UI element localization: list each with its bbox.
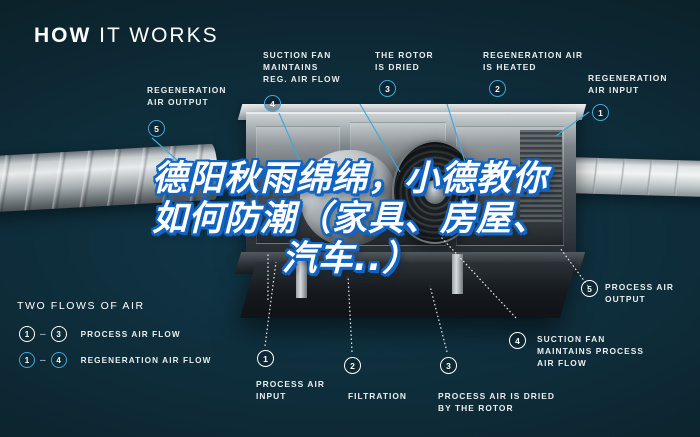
marker-2-regeneration-air-heated[interactable]: 2 [489, 80, 506, 97]
marker-1-regeneration-air-input[interactable]: 1 [592, 104, 609, 121]
legend-marker-3-process: 3 [50, 326, 67, 342]
callout-regeneration-air-input: REGENERATION AIR INPUT [588, 73, 668, 96]
marker-2-filtration[interactable]: 2 [344, 357, 361, 374]
support-leg-right [452, 254, 463, 294]
legend-marker-1-process: 1 [19, 326, 35, 342]
legend-row-regeneration-air-flow: 1 – 4 REGENERATION AIR FLOW [19, 352, 211, 368]
legend-marker-4-regeneration: 4 [50, 352, 67, 368]
legend-row-process-air-flow: 1 – 3 PROCESS AIR FLOW [19, 326, 181, 342]
marker-3-process-air-dried[interactable]: 3 [440, 357, 457, 374]
callout-regeneration-air-output: REGENERATION AIR OUTPUT [147, 85, 227, 108]
page-title: HOW IT WORKS [34, 24, 219, 48]
callout-suction-fan-reg: SUCTION FAN MAINTAINS REG. AIR FLOW [263, 50, 341, 85]
callout-regeneration-air-heated: REGENERATION AIR IS HEATED [483, 50, 584, 73]
marker-5-regeneration-air-output[interactable]: 5 [148, 120, 165, 137]
left-spiral-duct [0, 143, 220, 213]
support-leg-left [296, 258, 307, 298]
cabinet-base [239, 262, 577, 318]
marker-4-suction-fan-reg[interactable]: 4 [264, 95, 281, 112]
page-title-bold: HOW [34, 24, 92, 47]
legend-title: TWO FLOWS OF AIR [17, 300, 145, 312]
legend-label-regeneration-air-flow: REGENERATION AIR FLOW [80, 355, 212, 365]
fan-housing [300, 150, 396, 246]
callout-process-air-dried: PROCESS AIR IS DRIED BY THE ROTOR [438, 391, 556, 414]
marker-5-process-air-output[interactable]: 5 [581, 280, 598, 297]
marker-4-suction-fan-process[interactable]: 4 [509, 332, 526, 349]
marker-3-rotor-is-dried[interactable]: 3 [379, 80, 396, 97]
legend-dash-regeneration: – [40, 354, 46, 366]
callout-rotor-is-dried: THE ROTOR IS DRIED [375, 50, 434, 73]
legend-label-process-air-flow: PROCESS AIR FLOW [80, 329, 181, 339]
callout-process-air-input: PROCESS AIR INPUT [256, 379, 325, 402]
legend-dash-process: – [40, 328, 46, 340]
callout-suction-fan-process: SUCTION FAN MAINTAINS PROCESS AIR FLOW [537, 334, 645, 369]
rotor-hub [424, 180, 446, 204]
callout-filtration: FILTRATION [348, 391, 408, 401]
legend-marker-1-regeneration: 1 [19, 352, 35, 368]
cabinet-grate [520, 130, 562, 222]
page-title-rest: IT WORKS [91, 24, 219, 47]
callout-process-air-output: PROCESS AIR OUTPUT [605, 282, 674, 305]
marker-1-process-air-input[interactable]: 1 [257, 350, 274, 367]
